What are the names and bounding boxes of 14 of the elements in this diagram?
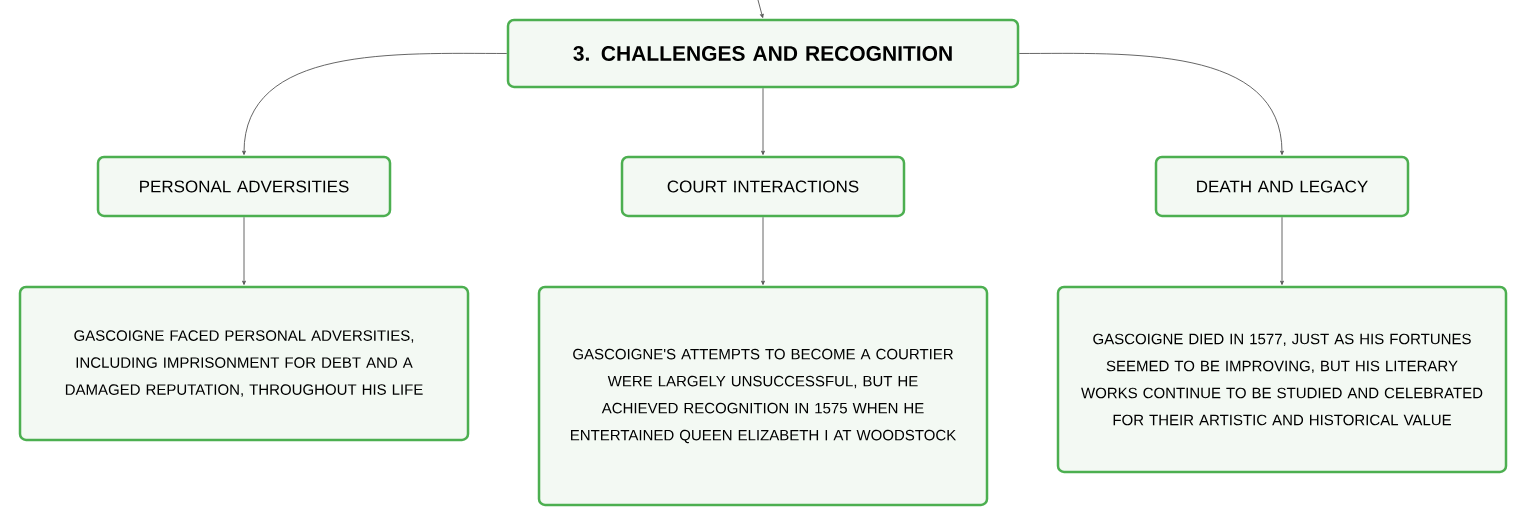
topic-box: PERSONAL ADVERSITIES [96,155,392,218]
arrow [1280,216,1284,285]
arrow [761,87,765,155]
arrow [761,216,765,285]
arrow [242,216,246,285]
arrow [757,0,764,19]
description-box: GASCOIGNE'S ATTEMPTS TO BECOME A COURTIER WERE LARGELY UNSUCCESSFUL, BUT HE ACHIEVED RECOGNITION IN 1575 WHEN HE ENTERTAINED QUEEN ELIZABETH I AT WOODSTOCK [537,285,989,507]
topic-box: DEATH AND LEGACY [1154,155,1410,218]
arrow [1018,52,1284,155]
title-box: 3. CHALLENGES AND RECOGNITION [506,18,1020,89]
topic-box: COURT INTERACTIONS [620,155,906,218]
description-box: GASCOIGNE FACED PERSONAL ADVERSITIES, INCLUDING IMPRISONMENT FOR DEBT AND A DAMAGED REPUTATION, THROUGHOUT HIS LIFE [18,285,470,442]
arrow [242,52,508,155]
description-box: GASCOIGNE DIED IN 1577, JUST AS HIS FORTUNES SEEMED TO BE IMPROVING, BUT HIS LITERARY WORKS CONTINUE TO BE STUDIED AND CELEBRATED FOR THEIR ARTISTIC AND HISTORICAL VALUE [1056,285,1508,474]
